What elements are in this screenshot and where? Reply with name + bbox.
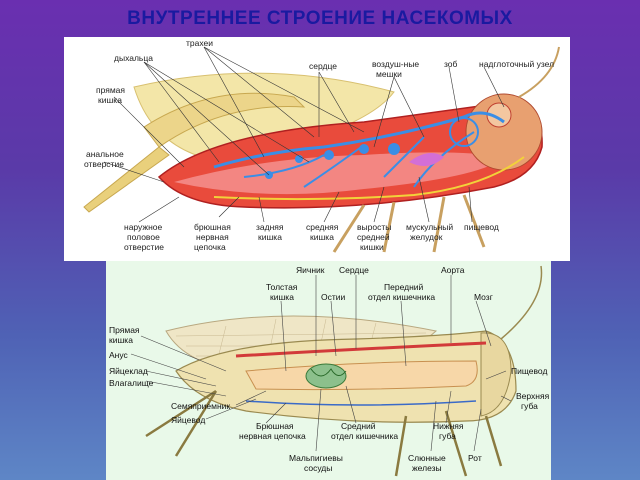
dorsal-vessel-shape — [235, 341, 487, 358]
label-mozg: Мозг — [474, 292, 493, 302]
label-peredny-1: Передний — [384, 282, 424, 292]
label-pishchevod: пищевод — [464, 222, 499, 232]
grasshopper-illustration: трахеи дыхальца сердце воздуш-ные мешки … — [83, 38, 560, 253]
legs-shape — [145, 389, 503, 477]
label-zadnyaya-2: кишка — [258, 232, 282, 242]
malpighian-shape — [305, 363, 347, 389]
label-malpig-2: сосуды — [304, 463, 332, 473]
label-srednyaya-1: средняя — [306, 222, 339, 232]
trachea-shape — [243, 131, 475, 188]
label-rot: Рот — [468, 453, 482, 463]
label-vozdushnye-1: воздуш-ные — [372, 59, 419, 69]
label-zadnyaya-1: задняя — [256, 222, 284, 232]
label-serdtse: Сердце — [339, 265, 369, 275]
label-yaichnik: Яичник — [296, 265, 325, 275]
label-nizhnyaya-1: Нижняя — [433, 421, 464, 431]
midgut-shape — [409, 153, 444, 166]
label-slyunnye-2: железы — [412, 463, 442, 473]
slide-title: ВНУТРЕННЕЕ СТРОЕНИЕ НАСЕКОМЫХ — [127, 8, 513, 29]
hind-leg-shape — [143, 92, 306, 148]
antenna-shape — [500, 265, 543, 340]
label-slyunnye-1: Слюнные — [408, 453, 446, 463]
grasshopper-anatomy-diagram: трахеи дыхальца сердце воздуш-ные мешки … — [64, 37, 570, 261]
label-analnoe-1: анальное — [86, 149, 124, 159]
label-vlagalishche: Влагалище — [109, 378, 154, 388]
label-bryush-2: нервная цепочка — [239, 431, 306, 441]
label-bryush-1: Брюшная — [256, 421, 294, 431]
label-naruzh-2: половое — [127, 232, 160, 242]
label-analnoe-2: отверстие — [84, 159, 124, 169]
label-peredny-2: отдел кишечника — [368, 292, 435, 302]
label-pryamaya-2: кишка — [98, 95, 122, 105]
label-vyrosty-2: средней — [357, 232, 390, 242]
label-nizhnyaya-2: губа — [439, 431, 456, 441]
antenna-shape — [518, 46, 560, 98]
label-muskul-1: мускульный — [406, 222, 453, 232]
label-nadglotochny: надглоточный узел — [479, 59, 554, 69]
insect-cross-section-diagram: Яичник Сердце Аорта Толстая кишка Остии … — [106, 261, 551, 480]
label-tolstaya-2: кишка — [270, 292, 294, 302]
label-semepriemnik: Семяприемник — [171, 401, 230, 411]
label-tolstaya-1: Толстая — [266, 282, 298, 292]
gut-shape — [245, 360, 478, 391]
label-sredny-2: отдел кишечника — [331, 431, 398, 441]
nerve-cord-shape — [245, 400, 477, 406]
label-pishchevod: Пищевод — [511, 366, 547, 376]
label-ostii: Остии — [321, 292, 346, 302]
hind-tibia-shape — [83, 146, 170, 213]
label-vyrosty-1: выросты — [357, 222, 391, 232]
label-anus: Анус — [109, 350, 129, 360]
label-srednyaya-2: кишка — [310, 232, 334, 242]
label-naruzh-3: отверстие — [124, 242, 164, 252]
insect-illustration: Яичник Сердце Аорта Толстая кишка Остии … — [109, 265, 550, 477]
label-naruzh-1: наружное — [124, 222, 163, 232]
label-bryush-3: цепочка — [194, 242, 226, 252]
label-trachei: трахеи — [186, 38, 213, 48]
label-zob: зоб — [444, 59, 458, 69]
label-pryamaya-2: кишка — [109, 335, 133, 345]
label-bryush-2: нервная — [196, 232, 229, 242]
label-serdtse: сердце — [309, 61, 337, 71]
label-vyrosty-3: кишки — [360, 242, 384, 252]
label-sredny-1: Средний — [341, 421, 376, 431]
label-pryamaya-1: прямая — [96, 85, 125, 95]
label-verkhnyaya-1: Верхняя — [516, 391, 550, 401]
label-malpig-1: Мальпигиевы — [289, 453, 343, 463]
label-vozdushnye-2: мешки — [376, 69, 402, 79]
label-aorta: Аорта — [441, 265, 465, 275]
label-dyhaltsa: дыхальца — [114, 53, 153, 63]
label-yaytseklad: Яйцеклад — [109, 366, 148, 376]
label-bryush-1: брюшная — [194, 222, 231, 232]
legs-shape — [332, 194, 486, 253]
nerve-cord-shape — [213, 156, 525, 201]
label-verkhnyaya-2: губа — [521, 401, 538, 411]
leader-lines — [103, 46, 505, 223]
head-shape — [480, 332, 512, 417]
label-yaytsevod: Яйцевод — [171, 415, 205, 425]
label-muskul-2: желудок — [410, 232, 443, 242]
leader-lines — [130, 275, 512, 452]
label-pryamaya-1: Прямая — [109, 325, 140, 335]
